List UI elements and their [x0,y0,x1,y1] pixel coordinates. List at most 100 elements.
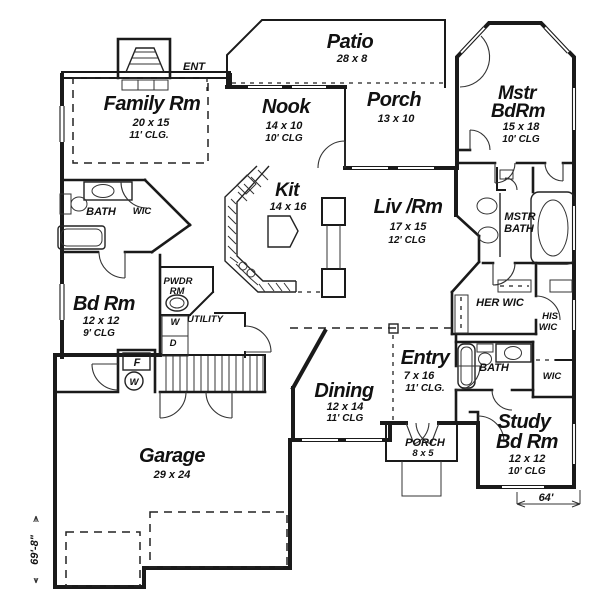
dim-depth-bg [28,522,43,578]
label-ent: ENT [183,61,206,73]
label-patio-dims: 28 x 8 [336,53,368,65]
door-bath1 [120,181,148,209]
dashed-lines [65,77,556,587]
door-garage1 [159,391,187,419]
door-porch-nook [317,140,346,169]
bath1-tub-inner [60,228,103,247]
label-dining-clg: 11' CLG [327,413,364,424]
kitchen-island [267,215,299,248]
door-bath2 [455,365,481,391]
window [352,163,388,173]
label-powder2: RM [170,286,186,297]
labels: Patio 28 x 8 ENT Family Rm 20 x 15 11' C… [73,31,561,481]
door-study [477,415,505,443]
counter-inner [236,165,297,292]
label-herwic: HER WIC [476,297,525,309]
counter-outer [224,165,296,293]
door-bed2 [98,251,126,279]
window [502,482,544,492]
dryer-box [161,335,189,357]
doors [91,35,564,443]
window [569,88,579,130]
label-entry-clg: 11' CLG. [405,383,444,394]
label-bath2: BATH [479,362,510,374]
door-master-hall1 [494,162,516,184]
label-study1: Study [497,411,551,433]
stove-burner2 [246,268,256,278]
label-garage: Garage [139,445,205,467]
label-study2: Bd Rm [496,431,558,453]
label-washer: W [171,317,181,328]
wall-mbath-zigzag [450,213,481,336]
porch-walls [385,424,458,462]
bath1-tub [57,225,106,250]
mbath-fixtures [476,169,576,265]
door-front-right [415,422,440,445]
stove-burner1 [238,261,248,271]
window [569,206,579,250]
wic-rods [454,279,573,334]
label-family-dims: 20 x 15 [132,117,171,129]
bath2-sink [504,346,522,360]
door-garage2 [205,391,233,419]
waterheater-circle [124,371,144,391]
fireplace-firebox [124,47,166,73]
door-master-hall2 [544,162,564,182]
mbath-sink2 [477,226,499,244]
garage-door1-dashed [65,531,141,587]
window [346,435,382,445]
interior-walls [53,148,576,425]
windows [57,23,579,492]
wall-powder [159,266,215,317]
stair-treads [165,356,264,391]
mbath-tub [537,199,569,257]
label-dining: Dining [314,380,373,402]
dim-line-width [516,490,581,508]
builtin-top [321,197,346,226]
fireplace-bricks [130,51,160,65]
label-living: Liv /Rm [374,196,443,218]
family-ceiling-dashed [72,77,209,164]
dimensions: 64' 69'-8" [28,490,581,584]
window [292,82,326,92]
wall-wic1-diag1 [143,178,192,227]
furnace-box [122,352,151,371]
door-garage-closet [91,363,119,391]
label-living-dims: 17 x 15 [390,221,428,233]
label-family-clg: 11' CLG. [129,130,168,141]
label-hiswic2: WIC [539,322,558,333]
label-furnace: F [134,357,141,369]
herwic-rod2 [454,294,469,334]
bath1-toilet [70,196,88,212]
label-bed2: Bd Rm [73,293,135,315]
label-wic1: WIC [133,206,152,217]
label-bed2-clg: 9' CLG [83,328,115,339]
label-frontporch-dims: 8 x 5 [412,448,434,459]
label-rearporch-dims: 13 x 10 [378,113,416,125]
builtin-bottom [321,268,346,298]
window [302,435,338,445]
porch-walk [401,461,442,497]
label-powder1: PWDR [163,276,192,287]
wall-garage-closet [53,348,157,394]
label-bath1: BATH [86,206,117,218]
window [398,163,434,173]
label-nook: Nook [262,96,311,118]
door-front-left [405,422,430,445]
wall-dining-chamfer [290,328,328,391]
door-hiswic [535,295,561,321]
bath1-sink [91,184,115,198]
label-mbath2: BATH [504,223,535,235]
wall-stairs [159,354,266,393]
mbath-sink1 [476,197,498,215]
bath2-counter [495,343,532,363]
wall-master-outline [455,21,576,170]
label-master-dims: 15 x 18 [503,121,541,133]
label-utility: UTILITY [187,314,225,325]
door-wc [504,177,518,191]
door-master-entry [469,129,491,151]
label-hiswic1: HIS [542,311,559,322]
front-porch [380,421,462,497]
label-entry: Entry [401,347,451,369]
